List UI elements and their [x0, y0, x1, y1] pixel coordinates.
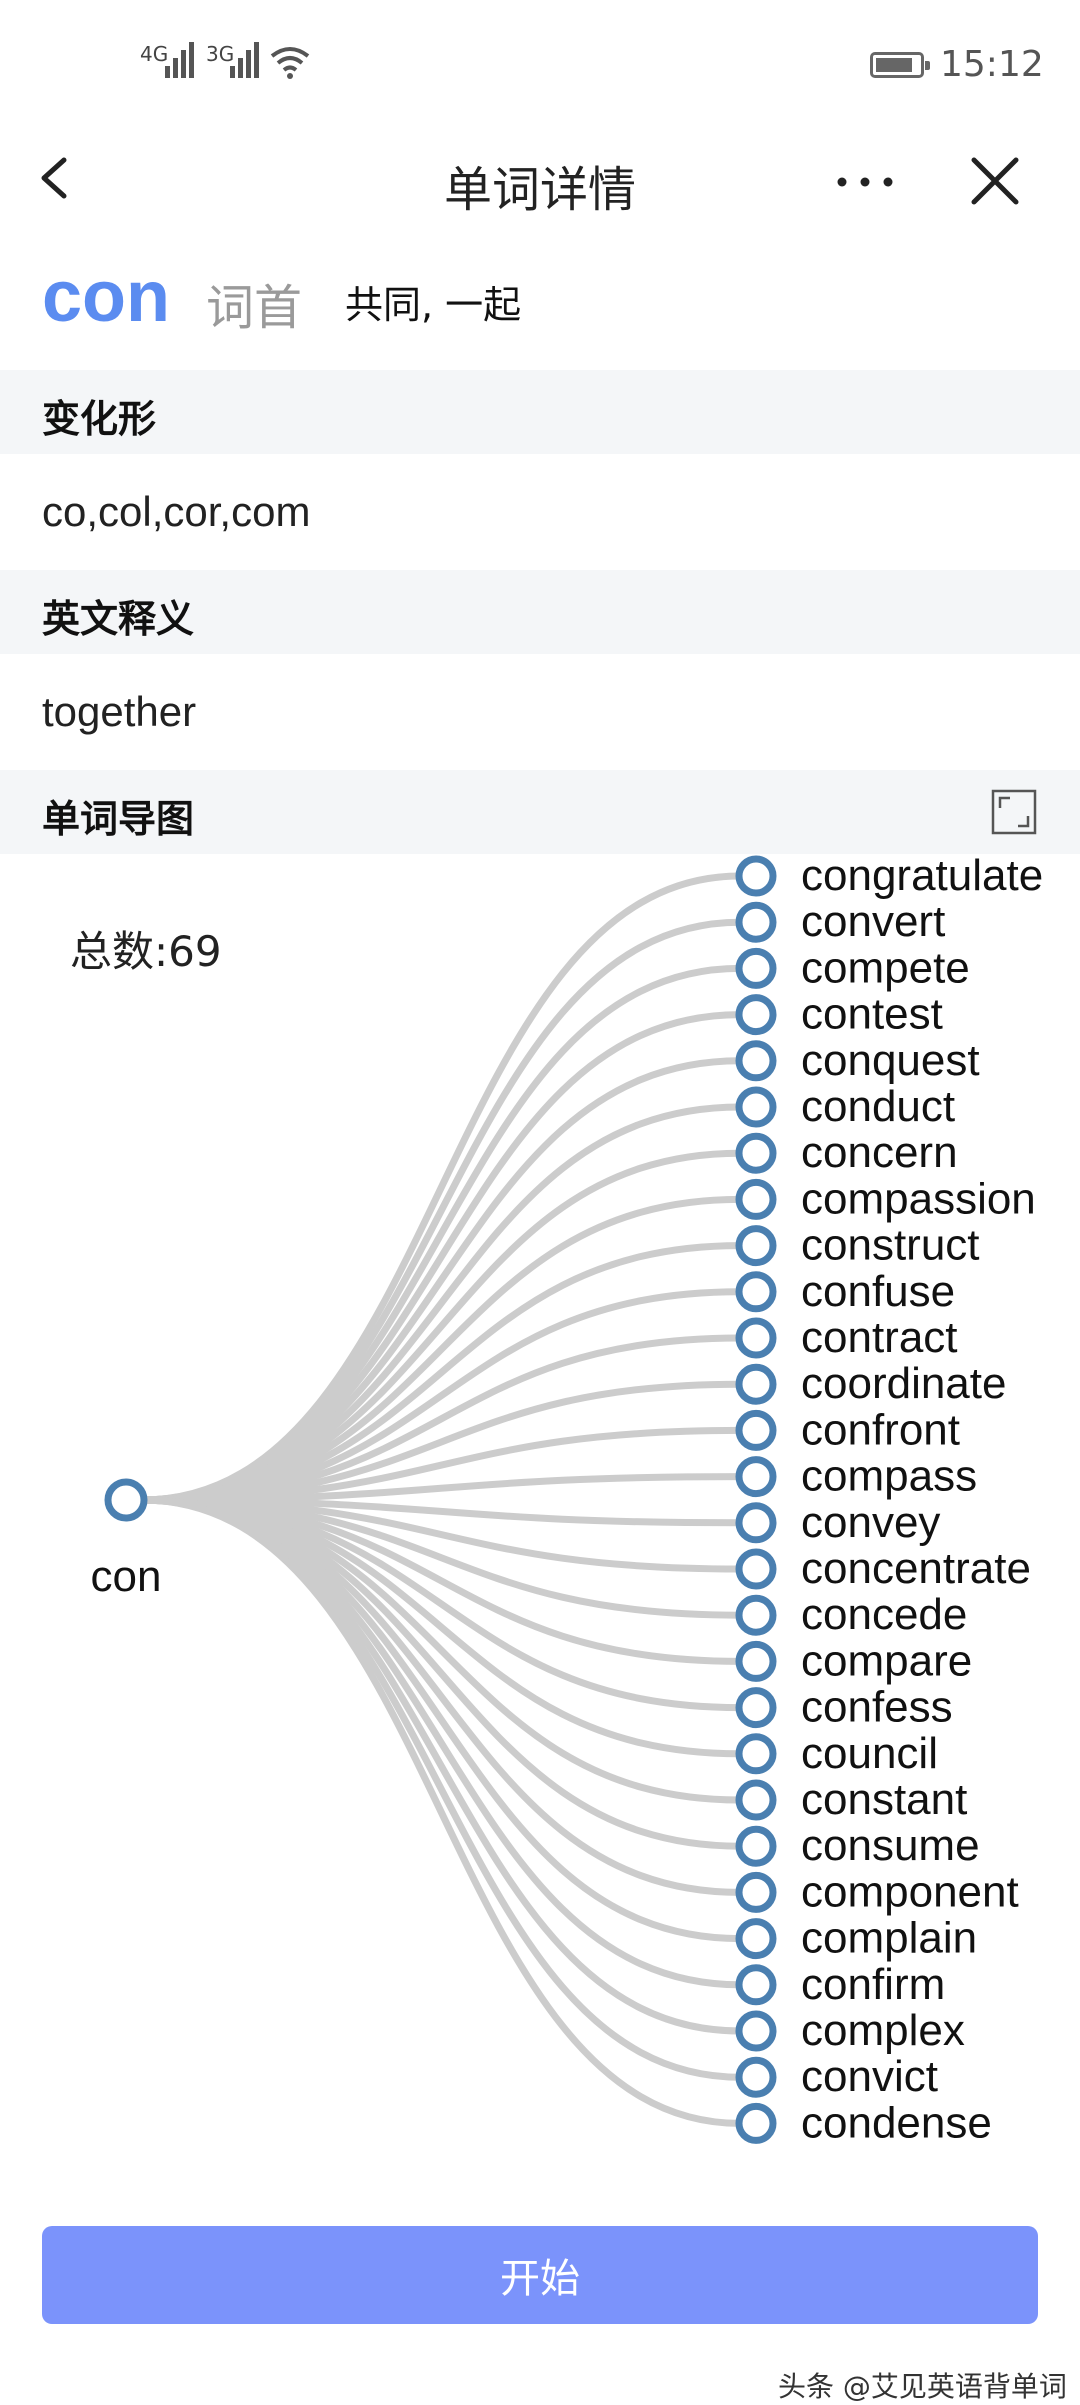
word-node[interactable] — [735, 1548, 777, 1590]
word-node[interactable] — [735, 1871, 777, 1913]
word-label[interactable]: conduct — [801, 1082, 955, 1131]
total-count: 总数:69 — [70, 927, 222, 976]
mindmap-link — [141, 1496, 741, 2127]
root-header: con 词首 共同, 一起 — [0, 250, 1080, 350]
word-node[interactable] — [735, 1918, 777, 1960]
word-label[interactable]: convict — [801, 2052, 938, 2101]
more-horizontal-icon[interactable] — [830, 142, 900, 212]
word-node[interactable] — [735, 1040, 777, 1082]
close-icon[interactable] — [960, 142, 1030, 212]
signal-strength-icon — [230, 42, 259, 78]
root-word: con — [42, 257, 171, 337]
word-node[interactable] — [735, 1271, 777, 1313]
word-node[interactable] — [735, 901, 777, 943]
word-label[interactable]: complain — [801, 1914, 977, 1963]
word-node[interactable] — [735, 947, 777, 989]
word-node[interactable] — [735, 1086, 777, 1128]
word-label[interactable]: contract — [801, 1313, 958, 1362]
mindmap-link — [141, 872, 741, 1504]
word-label[interactable]: condense — [801, 2098, 992, 2147]
root-node-label: con — [91, 1552, 162, 1601]
word-label[interactable]: conquest — [801, 1036, 980, 1085]
word-label[interactable]: confuse — [801, 1267, 955, 1316]
word-label[interactable]: construct — [801, 1221, 980, 1270]
signal-strength-icon — [165, 42, 194, 78]
section-header-english-definition: 英文释义 — [0, 570, 1080, 654]
watermark: 头条 @艾见英语背单词 — [778, 2370, 1067, 2403]
section-header-variants: 变化形 — [0, 370, 1080, 454]
word-label[interactable]: confront — [801, 1405, 960, 1454]
clock: 15:12 — [940, 44, 1044, 85]
word-node[interactable] — [735, 1317, 777, 1359]
start-button[interactable]: 开始 — [42, 2226, 1038, 2324]
word-node[interactable] — [735, 2102, 777, 2144]
mindmap-link — [141, 1195, 741, 1504]
word-node[interactable] — [735, 1225, 777, 1267]
word-label[interactable]: concern — [801, 1128, 958, 1177]
word-node[interactable] — [735, 1640, 777, 1682]
section-label: 变化形 — [42, 397, 157, 441]
word-label[interactable]: council — [801, 1729, 938, 1778]
root-type: 词首 — [206, 280, 303, 336]
word-node[interactable] — [735, 2010, 777, 2052]
word-label[interactable]: convert — [801, 897, 945, 946]
mindmap-link — [141, 1496, 741, 1804]
english-definition-value: together — [42, 688, 197, 735]
page-title: 单词详情 — [443, 162, 636, 218]
word-label[interactable]: coordinate — [801, 1359, 1006, 1408]
nav-bar: 单词详情 — [0, 130, 1080, 240]
word-node[interactable] — [735, 1363, 777, 1405]
word-node[interactable] — [735, 1409, 777, 1451]
network-type-4g: 4G — [140, 42, 169, 66]
word-label[interactable]: constant — [801, 1775, 967, 1824]
word-node[interactable] — [735, 1687, 777, 1729]
word-label[interactable]: concentrate — [801, 1544, 1031, 1593]
word-label[interactable]: compass — [801, 1452, 977, 1501]
word-label[interactable]: consume — [801, 1821, 980, 1870]
section-label: 单词导图 — [42, 797, 195, 841]
word-label[interactable]: contest — [801, 990, 943, 1039]
variants-value: co,col,cor,com — [42, 488, 311, 535]
word-node[interactable] — [735, 1456, 777, 1498]
word-label[interactable]: convey — [801, 1498, 940, 1547]
word-node[interactable] — [735, 1132, 777, 1174]
word-node[interactable] — [735, 1825, 777, 1867]
wifi-icon — [270, 47, 310, 79]
word-label[interactable]: component — [801, 1867, 1019, 1916]
word-label[interactable]: compete — [801, 943, 970, 992]
mindmap-graph: congratulateconvertcompetecontestconques… — [91, 855, 1044, 2147]
word-node[interactable] — [735, 994, 777, 1036]
section-header-mindmap: 单词导图 — [0, 770, 1080, 854]
section-label: 英文释义 — [42, 597, 195, 641]
chevron-left-icon[interactable] — [30, 142, 90, 212]
status-bar: 4G 3G 15:12 — [0, 0, 1080, 130]
word-node[interactable] — [735, 1964, 777, 2006]
battery-icon — [870, 52, 930, 78]
word-node[interactable] — [735, 1733, 777, 1775]
battery-level — [876, 58, 912, 72]
word-label[interactable]: confirm — [801, 1960, 945, 2009]
word-node[interactable] — [735, 2056, 777, 2098]
word-node[interactable] — [735, 1178, 777, 1220]
word-node[interactable] — [735, 855, 777, 897]
word-label[interactable]: concede — [801, 1590, 967, 1639]
word-node[interactable] — [735, 1502, 777, 1544]
fullscreen-icon[interactable] — [990, 788, 1038, 836]
word-label[interactable]: confess — [801, 1683, 953, 1732]
network-type-3g: 3G — [206, 42, 235, 66]
word-label[interactable]: congratulate — [801, 855, 1043, 900]
root-node[interactable] — [104, 1478, 148, 1522]
word-node[interactable] — [735, 1779, 777, 1821]
word-label[interactable]: compassion — [801, 1174, 1036, 1223]
word-label[interactable]: compare — [801, 1636, 972, 1685]
word-label[interactable]: complex — [801, 2006, 965, 2055]
word-node[interactable] — [735, 1594, 777, 1636]
root-meaning: 共同, 一起 — [345, 283, 522, 327]
